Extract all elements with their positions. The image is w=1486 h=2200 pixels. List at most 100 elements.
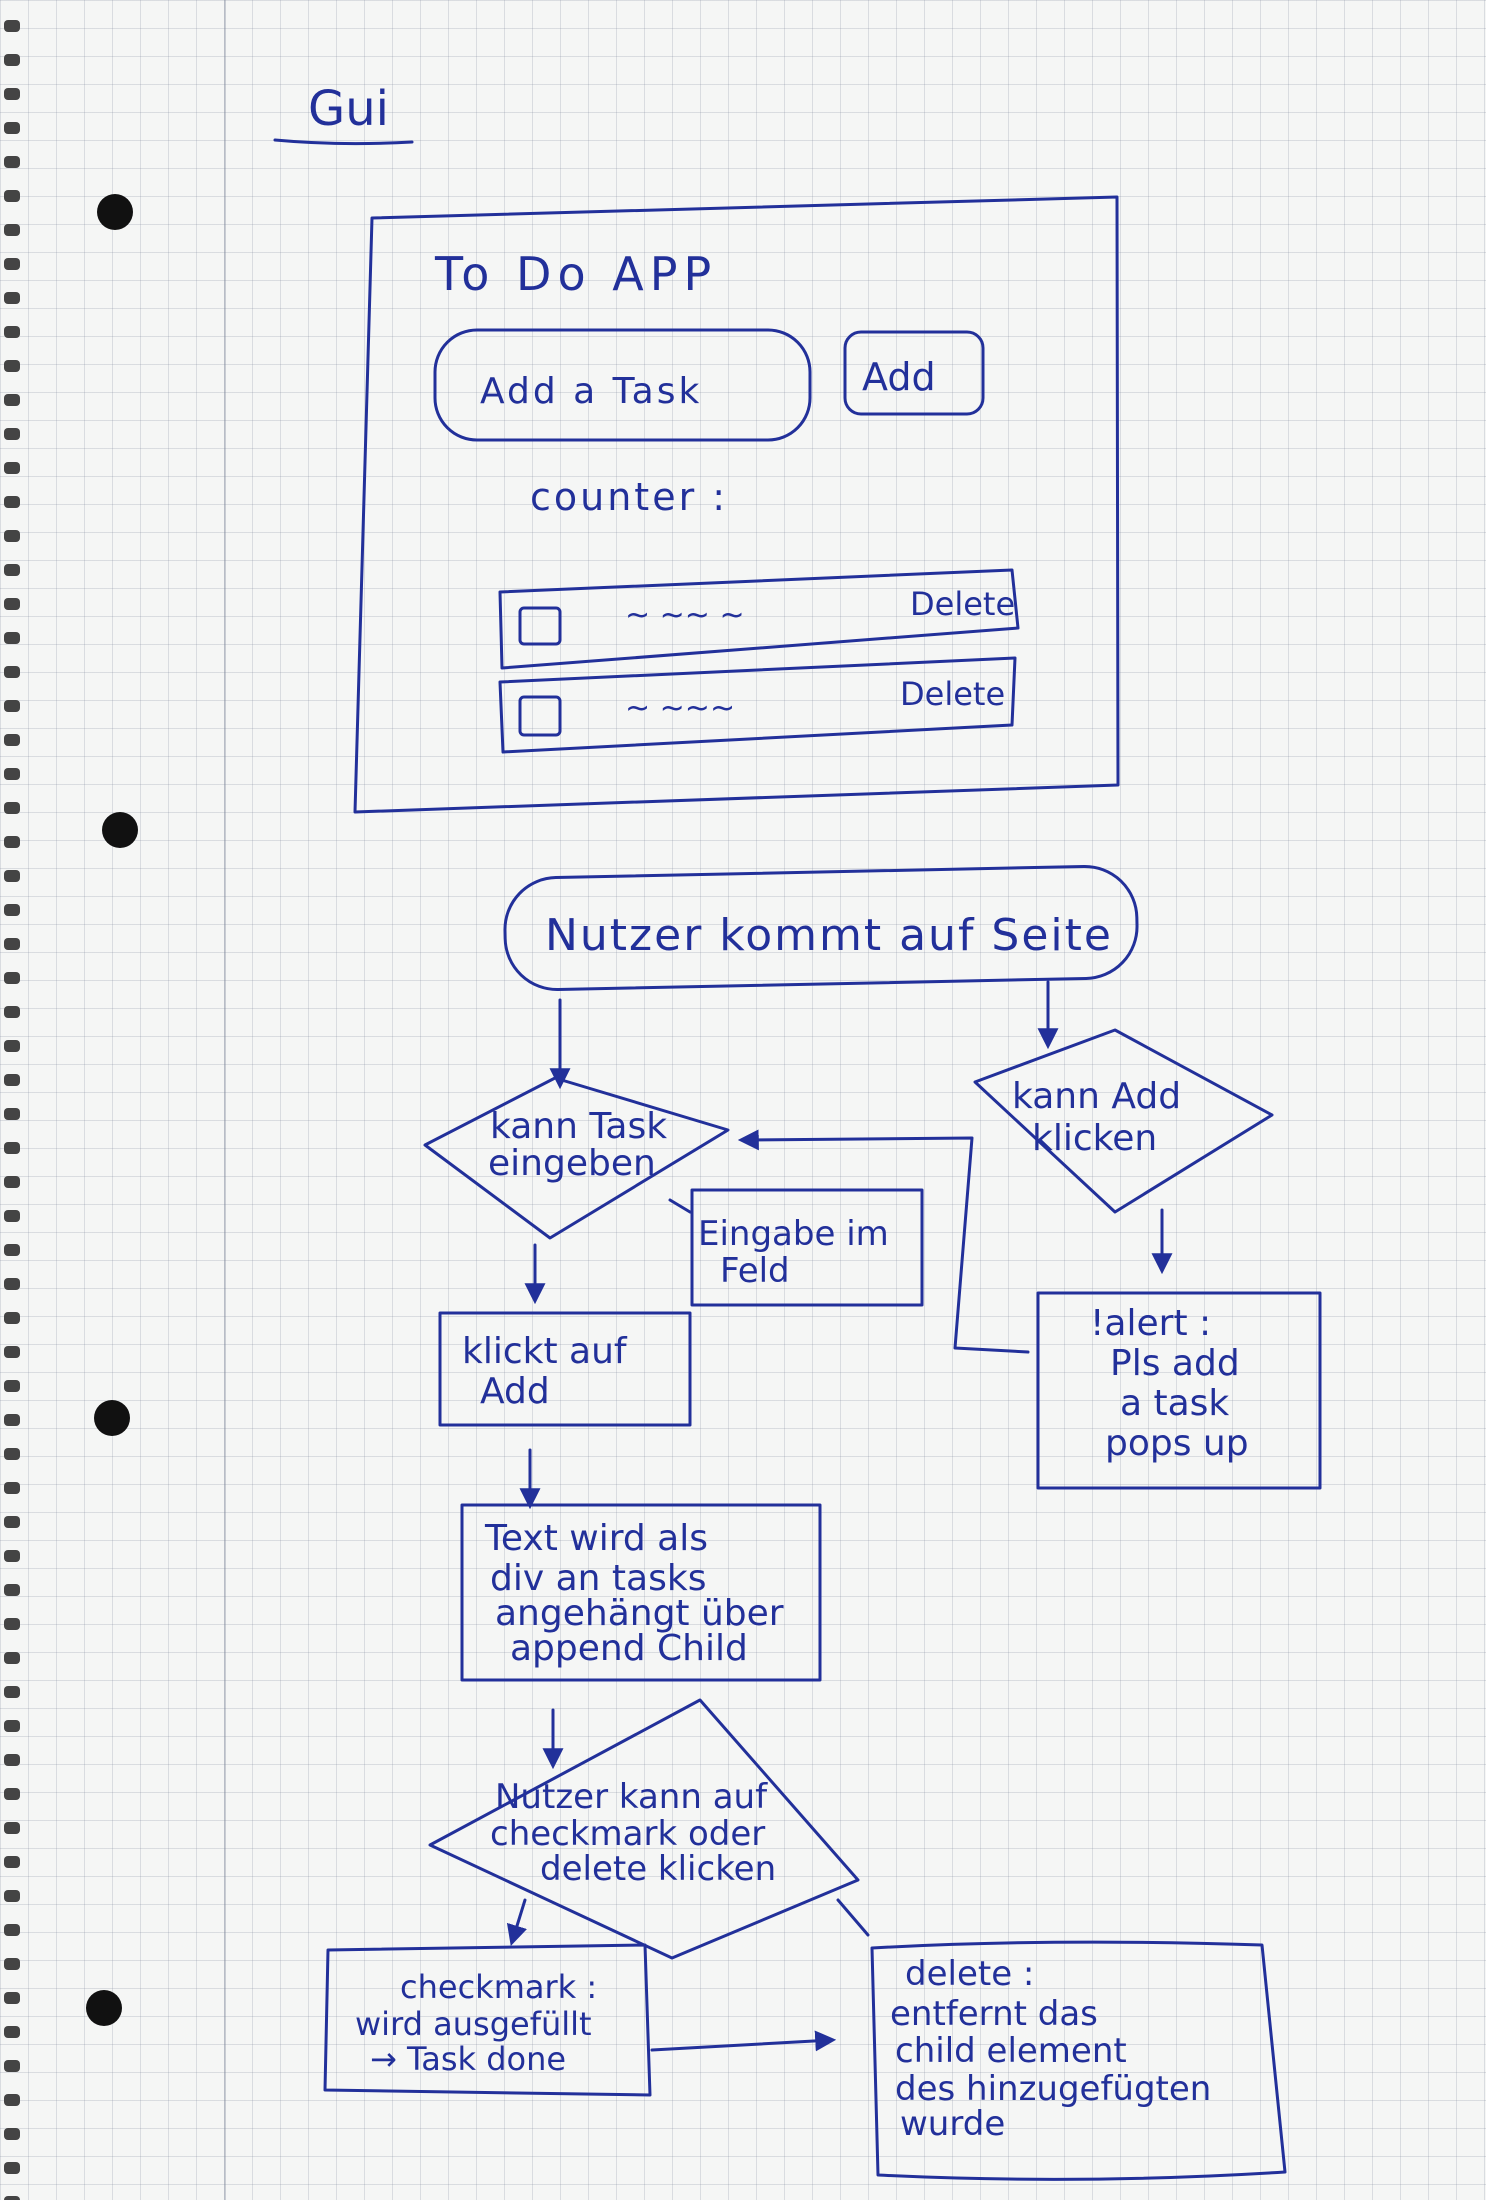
spiral-coil [4,836,20,848]
spiral-coil [4,428,20,440]
flow-click-add-text: klickt auf Add [462,1331,638,1412]
spiral-coil [4,1584,20,1596]
spiral-coil [4,1380,20,1392]
spiral-coil [4,1108,20,1120]
flowchart: Nutzer kommt auf Seite kann Task eingebe… [323,864,1322,2181]
flow-start-node [503,864,1139,992]
spiral-coil [4,2128,20,2140]
flow-click-add [438,1311,692,1427]
mockup-checkbox-icon [518,606,562,646]
spiral-coil [4,190,20,202]
spiral-coil [4,1686,20,1698]
todo-app-mockup: To Do APP Add a Task Add counter : ~ ~~ … [353,195,1120,814]
spiral-coil [4,394,20,406]
spiral-coil [4,224,20,236]
spiral-coil [4,122,20,134]
spiral-coil [4,598,20,610]
spiral-coil [4,1924,20,1936]
flow-delete-text: delete : entfernt das child element des … [890,1954,1222,2144]
spiral-coil [4,1550,20,1562]
mockup-task-row [498,656,1017,754]
spiral-coil [4,870,20,882]
spiral-coil [4,530,20,542]
spiral-binding [4,20,20,2200]
spiral-coil [4,632,20,644]
spiral-coil [4,88,20,100]
spiral-coil [4,258,20,270]
mockup-task-input [433,328,812,442]
flow-checkmark-text: checkmark : wird ausgefüllt → Task done [355,1968,607,2078]
flow-decision-text: kann Task eingeben [488,1106,679,1184]
spiral-coil [4,1176,20,1188]
punch-hole [97,194,133,230]
mockup-task-text: ~ ~~ ~ [625,598,745,633]
spiral-coil [4,768,20,780]
mockup-frame [353,195,1120,814]
page-title: Gui [308,81,389,137]
flow-decision-action [428,1698,860,1960]
mockup-add-label: Add [862,355,936,399]
spiral-coil [4,292,20,304]
mockup-task-row [498,568,1020,670]
spiral-coil [4,1040,20,1052]
spiral-coil [4,1822,20,1834]
spiral-coil [4,462,20,474]
spiral-coil [4,1142,20,1154]
spiral-coil [4,1006,20,1018]
spiral-coil [4,1312,20,1324]
spiral-coil [4,1618,20,1630]
spiral-coil [4,1244,20,1256]
flow-decision-add-click [973,1028,1274,1214]
flow-input-note [690,1188,924,1307]
flow-input-note-text: Eingabe im Feld [698,1214,900,1291]
spiral-coil [4,564,20,576]
spiral-coil [4,1482,20,1494]
spiral-coil [4,1278,20,1290]
punch-hole [94,1400,130,1436]
spiral-coil [4,1720,20,1732]
flow-decision-task-input [423,1076,730,1240]
flow-connector [836,1898,870,1937]
spiral-coil [4,972,20,984]
flow-append-step [460,1503,822,1682]
flow-delete-box [870,1940,1287,2181]
flow-alert-box [1036,1291,1322,1490]
spiral-coil [4,1210,20,1222]
mockup-checkbox-icon [518,695,562,737]
punch-hole [86,1990,122,2026]
spiral-coil [4,20,20,32]
spiral-coil [4,2162,20,2174]
spiral-coil [4,666,20,678]
spiral-coil [4,802,20,814]
flow-append-text: Text wird als div an tasks angehängt übe… [484,1518,795,1669]
mockup-task-text: ~ ~~~ [625,691,735,726]
spiral-coil [4,1890,20,1902]
title-underline [273,138,414,146]
spiral-coil [4,1074,20,1086]
spiral-coil [4,1346,20,1358]
spiral-coil [4,1992,20,2004]
spiral-coil [4,700,20,712]
spiral-coil [4,1754,20,1766]
spiral-coil [4,2196,20,2200]
mockup-delete-label: Delete [900,675,1005,713]
punch-hole [102,812,138,848]
spiral-coil [4,156,20,168]
mockup-input-placeholder: Add a Task [480,371,702,412]
spiral-coil [4,326,20,338]
spiral-coil [4,904,20,916]
spiral-coil [4,1856,20,1868]
spiral-coil [4,1448,20,1460]
flow-loop-arrow [737,1129,1030,1354]
spiral-coil [4,360,20,372]
spiral-coil [4,1958,20,1970]
flow-checkmark-box [323,1943,652,2097]
spiral-coil [4,2026,20,2038]
spiral-coil [4,1788,20,1800]
spiral-coil [4,2060,20,2072]
spiral-coil [4,2094,20,2106]
mockup-app-title: To Do APP [434,247,717,301]
spiral-coil [4,1652,20,1664]
flow-action-text: Nutzer kann auf checkmark oder delete kl… [490,1777,778,1889]
